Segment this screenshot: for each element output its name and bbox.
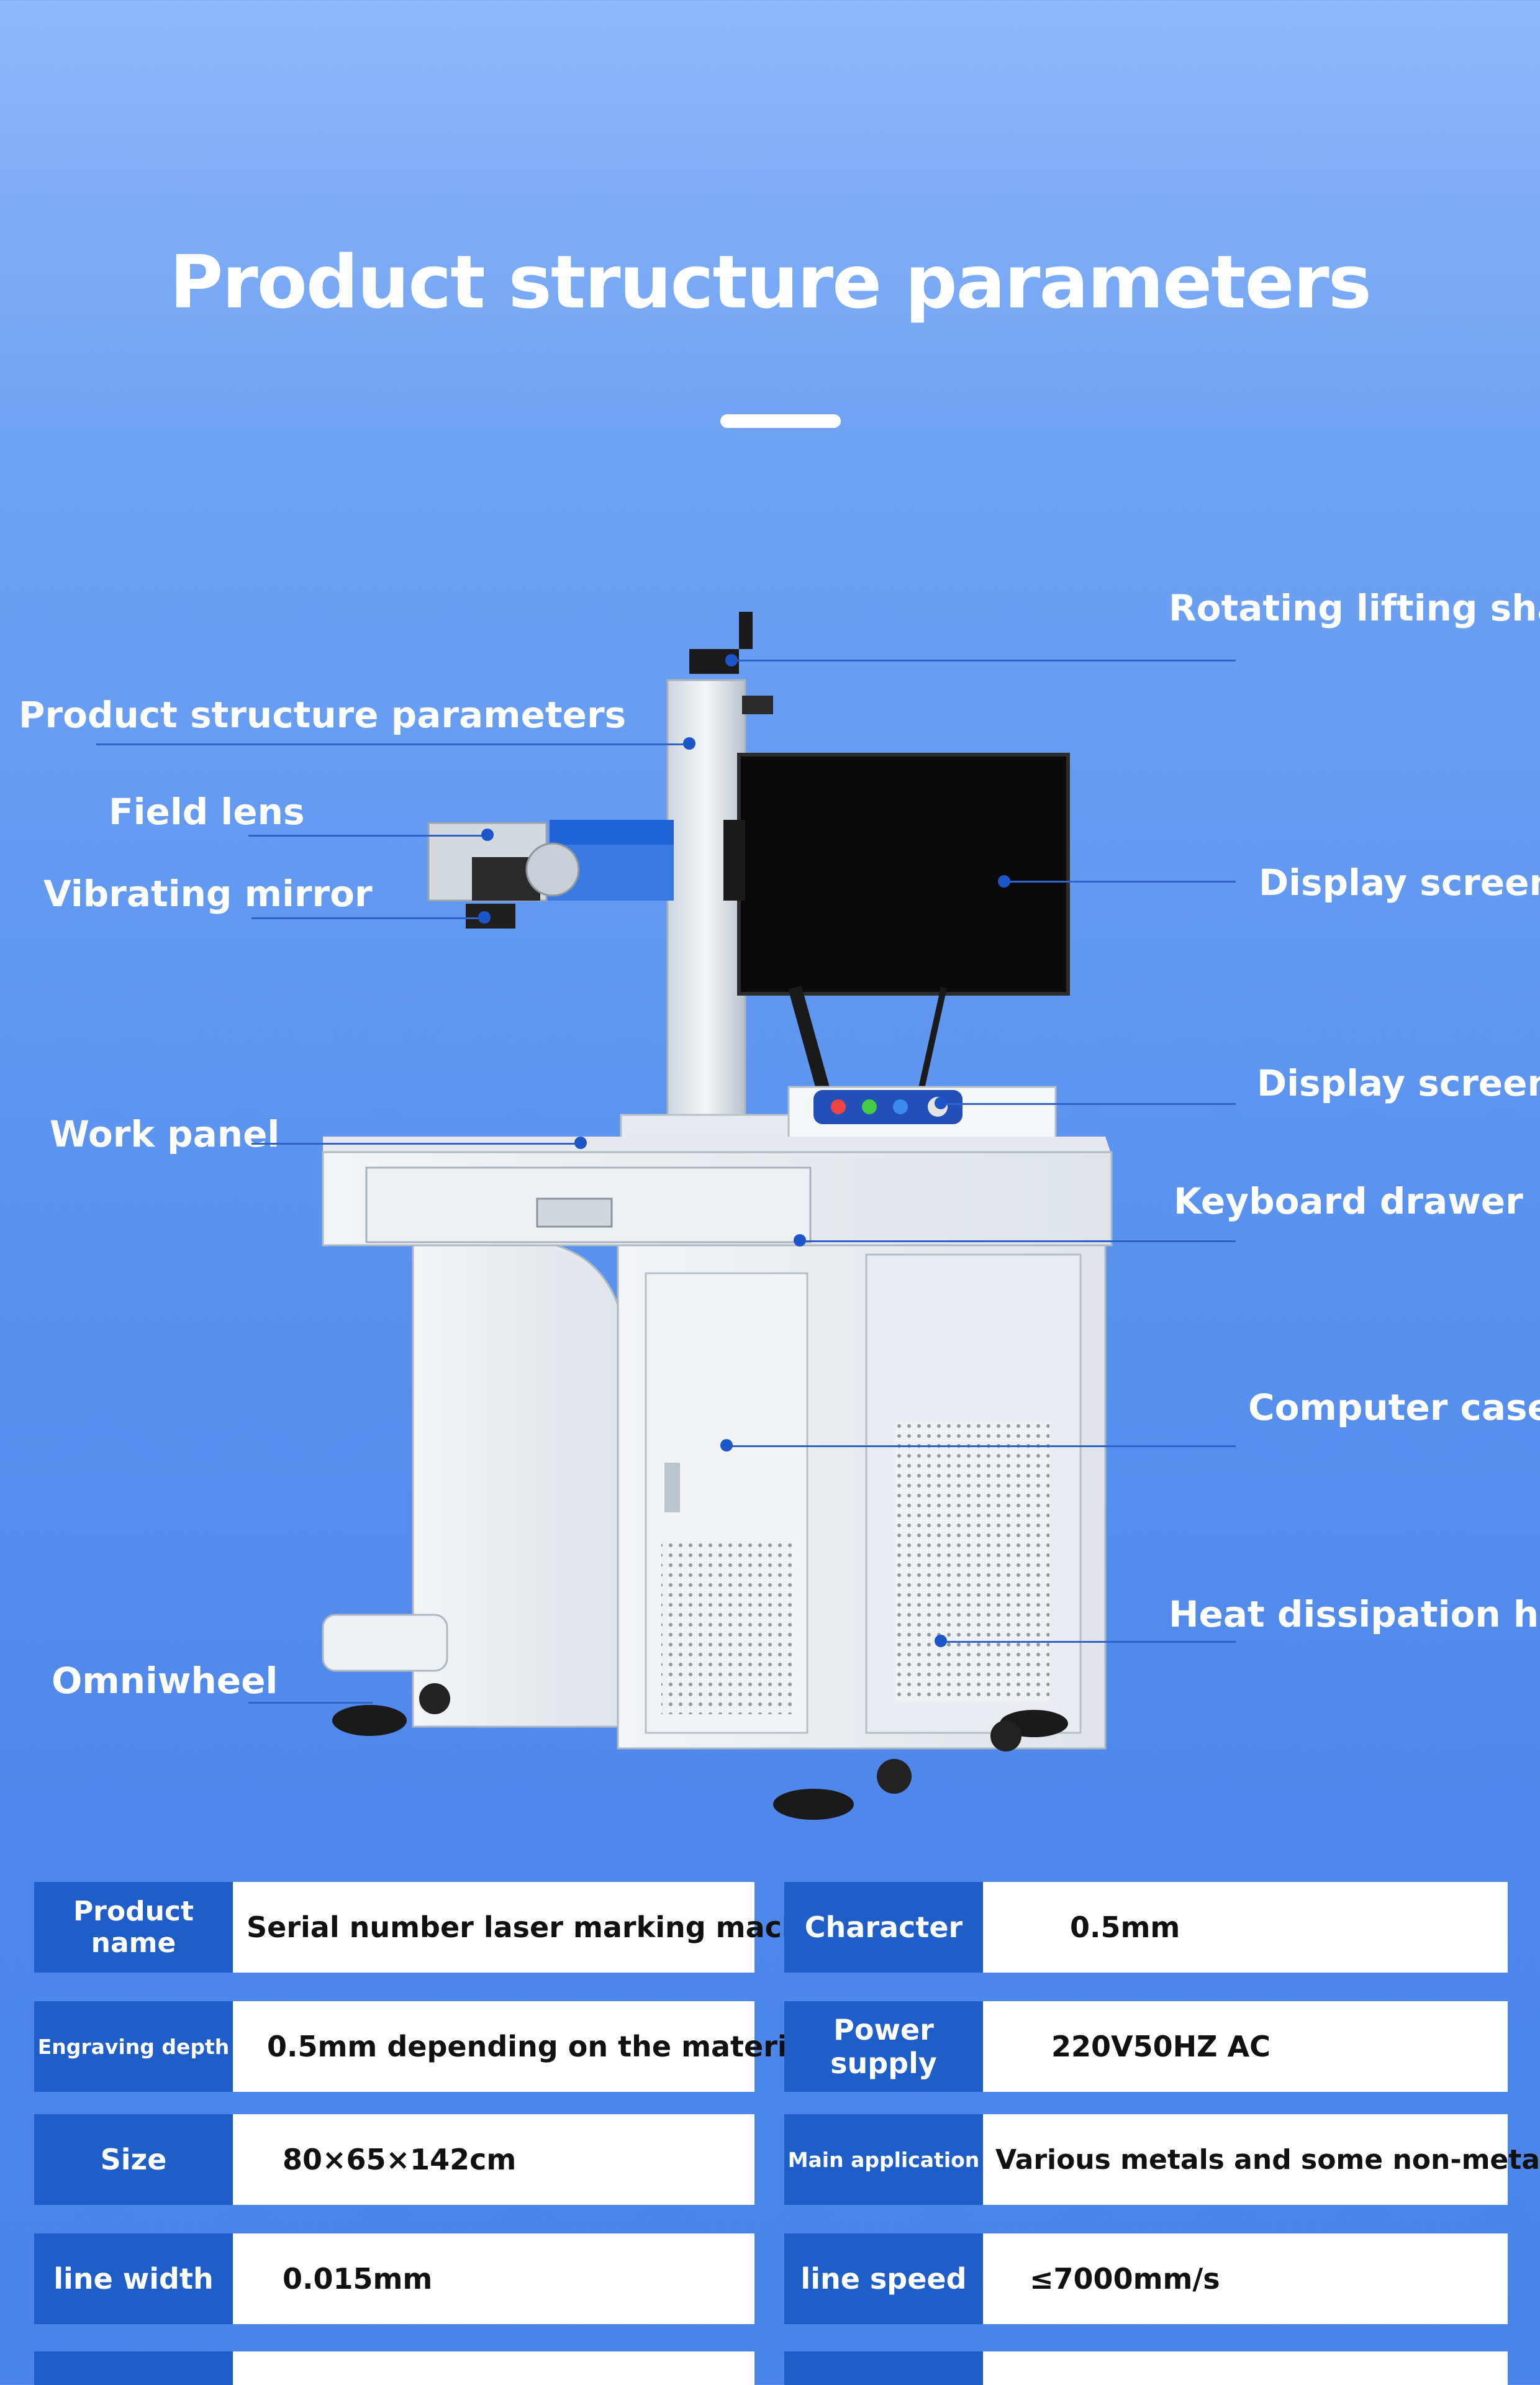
leader-heat-dissipation-hole (941, 1641, 1236, 1643)
spec-label: Power supply (784, 2001, 983, 2092)
marker-vibrating-mirror (478, 911, 491, 924)
callout-vibrating-mirror: Vibrating mirror (43, 873, 373, 915)
callout-product-structure: Product structure parameters (19, 694, 627, 736)
leader-vibrating-mirror (251, 917, 484, 919)
spec-row-engraving-depth: Engraving depth 0.5mm depending on the m… (34, 2001, 817, 2092)
title-underline (720, 414, 841, 428)
spec-row-main-application: Main application Various metals and some… (784, 2114, 1540, 2205)
spec-row-empty-left (34, 2351, 754, 2385)
spec-row-empty-right (784, 2351, 1508, 2385)
spec-row-size: Size 80×65×142cm (34, 2114, 754, 2205)
spec-label: Size (34, 2114, 233, 2205)
spec-label: line speed (784, 2233, 983, 2324)
callout-display-screen-2: Display screen (1257, 1062, 1540, 1104)
callout-rotating-lifting-shaft: Rotating lifting shaft (1169, 587, 1540, 629)
spec-row-product-name: Product name Serial number laser marking… (34, 1882, 851, 1973)
marker-field-lens (481, 829, 494, 841)
marker-product-structure (683, 737, 695, 750)
marker-display-screen-2 (935, 1097, 947, 1109)
callout-work-panel: Work panel (50, 1113, 280, 1155)
spec-row-character: Character 0.5mm (784, 1882, 1508, 1973)
leader-field-lens (248, 835, 487, 837)
spec-label: Product name (34, 1882, 233, 1973)
marker-computer-case (720, 1439, 733, 1451)
spec-label: Engraving depth (34, 2001, 233, 2092)
leader-work-panel (251, 1143, 581, 1145)
leader-display-screen-1 (1004, 881, 1236, 883)
spec-value: 80×65×142cm (233, 2114, 754, 2205)
leader-product-structure (96, 743, 689, 745)
spec-row-line-width: line width 0.015mm (34, 2233, 754, 2324)
marker-rotating-lifting-shaft (725, 654, 738, 666)
leader-omniwheel (248, 1702, 373, 1704)
spec-label: line width (34, 2233, 233, 2324)
spec-value: 0.015mm (233, 2233, 754, 2324)
marker-keyboard-drawer (794, 1234, 806, 1247)
spec-row-power-supply: Power supply 220V50HZ AC (784, 2001, 1508, 2092)
spec-label: Main application (784, 2114, 983, 2205)
leader-keyboard-drawer (801, 1240, 1236, 1242)
callout-keyboard-drawer: Keyboard drawer (1174, 1180, 1523, 1222)
page-title: Product structure parameters (170, 239, 1372, 325)
callout-heat-dissipation-hole: Heat dissipation hole (1169, 1593, 1540, 1635)
leader-computer-case (727, 1445, 1236, 1447)
marker-display-screen-1 (998, 875, 1010, 888)
spec-value (233, 2351, 754, 2385)
callout-computer-case: Computer case (1248, 1386, 1540, 1429)
marker-work-panel (574, 1137, 587, 1149)
callout-display-screen-1: Display screen (1259, 861, 1540, 904)
marker-heat-dissipation-hole (935, 1635, 947, 1647)
spec-label (784, 2351, 983, 2385)
spec-value: 220V50HZ AC (983, 2001, 1508, 2092)
spec-value: 0.5mm (983, 1882, 1508, 1973)
leader-rotating-lifting-shaft (730, 660, 1236, 661)
spec-value (983, 2351, 1508, 2385)
spec-value: Various metals and some non-metals (983, 2114, 1540, 2205)
spec-label: Character (784, 1882, 983, 1973)
spec-value: Serial number laser marking machine (233, 1882, 851, 1973)
callout-omniwheel: Omniwheel (52, 1660, 278, 1702)
spec-value: 0.5mm depending on the material (233, 2001, 817, 2092)
spec-label (34, 2351, 233, 2385)
spec-value: ≤7000mm/s (983, 2233, 1508, 2324)
leader-display-screen-2 (941, 1103, 1236, 1105)
callout-field-lens: Field lens (109, 791, 305, 833)
spec-row-line-speed: line speed ≤7000mm/s (784, 2233, 1508, 2324)
